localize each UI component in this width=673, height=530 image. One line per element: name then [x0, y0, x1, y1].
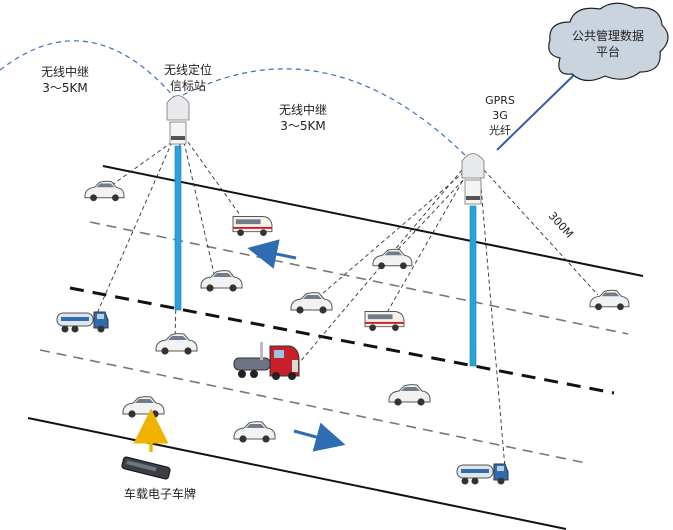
network-label-3: 光纤 [489, 123, 511, 137]
car-icon [589, 289, 630, 311]
semi-truck-icon [233, 342, 300, 380]
beacon-label-1: 无线定位 [164, 62, 212, 77]
cloud-label-line1: 公共管理数据 [572, 28, 644, 43]
car-icon [155, 333, 198, 356]
car-icon [122, 396, 165, 419]
coverage-lines-right [299, 169, 599, 469]
cloud-label-line2: 平台 [596, 44, 620, 59]
relay-label-mid-2: 3～5KM [280, 119, 326, 133]
network-label-2: 3G [492, 109, 508, 122]
beacon-pole-right [469, 205, 477, 367]
uplink-line [496, 73, 576, 151]
beacon-pole-left [174, 145, 182, 311]
car-icon [388, 384, 431, 407]
lane-line-2 [39, 349, 587, 464]
wireless-beacon-icon [461, 153, 485, 205]
car-icon [290, 292, 333, 315]
car-icon [84, 180, 125, 202]
road-edge-top [102, 165, 644, 277]
tag-label: 车载电子车牌 [124, 486, 196, 501]
relay-label-left-2: 3～5KM [42, 81, 88, 95]
rfid-tag-icon [121, 456, 171, 480]
beacon-label-2: 信标站 [170, 79, 206, 93]
car-icon [233, 421, 276, 444]
relay-label-mid-1: 无线中继 [279, 102, 327, 117]
tanker-truck-icon [56, 311, 109, 333]
wireless-beacon-icon [166, 95, 190, 145]
direction-arrow-right [293, 422, 346, 452]
network-label-1: GPRS [485, 94, 515, 107]
cloud-icon [548, 2, 669, 82]
direction-arrow-left [247, 239, 297, 269]
road-edge-bottom [27, 417, 567, 530]
range-label: 300M [546, 209, 576, 240]
car-icon [372, 248, 413, 270]
car-icon [200, 270, 243, 293]
relay-label-left-1: 无线中继 [41, 64, 89, 79]
median-line [69, 286, 615, 395]
van-icon [232, 216, 273, 237]
van-icon [364, 311, 405, 332]
coverage-lines-left [94, 141, 246, 341]
tanker-truck-icon [456, 463, 509, 485]
